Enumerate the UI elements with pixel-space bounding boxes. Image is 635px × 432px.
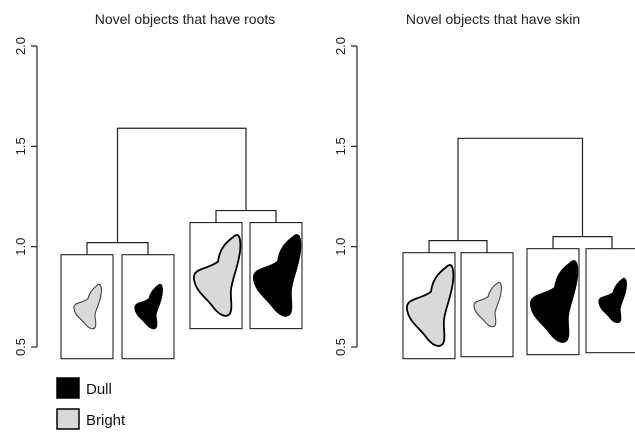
merge-link-0 — [86, 242, 149, 255]
y-axis-skin: 0.5 1.0 1.5 2.0 — [333, 37, 358, 356]
y-tick-label: 1.0 — [13, 238, 28, 256]
leaf-card-large-dull — [526, 248, 580, 356]
leaf-frame — [60, 254, 114, 360]
leaf-blob — [193, 234, 242, 317]
merge-link-2 — [116, 127, 247, 243]
y-tick-label: 1.5 — [13, 137, 28, 155]
leaf-cards-roots — [60, 222, 303, 360]
leaf-card-small-dull — [585, 248, 635, 354]
leaf-blob — [406, 264, 455, 347]
leaf-blob — [134, 283, 163, 330]
leaf-card-small-dull — [121, 254, 175, 360]
leaf-blob — [73, 283, 102, 330]
legend-swatch-bright — [56, 408, 80, 430]
leaf-blob — [530, 260, 579, 343]
legend-label-dull: Dull — [86, 381, 112, 398]
leaf-card-small-bright — [460, 252, 514, 358]
merge-link-0 — [428, 240, 488, 253]
legend-label-bright: Bright — [86, 412, 126, 429]
merge-link-2 — [457, 137, 584, 241]
leaf-card-large-bright — [402, 252, 456, 360]
leaf-blob — [473, 281, 502, 328]
dendrogram-tree-skin — [428, 137, 613, 253]
legend: Dull Bright — [56, 377, 126, 430]
panel-skin: Novel objects that have skin 0.5 1.0 1.5 2.… — [333, 11, 635, 360]
y-tick-label: 0.5 — [333, 338, 348, 356]
leaf-card-large-bright — [189, 222, 243, 330]
merge-link-1 — [215, 209, 277, 223]
merge-link-1 — [552, 236, 613, 249]
leaf-card-small-bright — [60, 254, 114, 360]
legend-swatch-dull — [56, 377, 80, 399]
leaf-cards-skin — [402, 248, 635, 360]
y-tick-label: 0.5 — [13, 338, 28, 356]
leaf-blob — [253, 234, 302, 317]
y-tick-label: 2.0 — [333, 37, 348, 55]
dendrogram-tree-roots — [86, 127, 277, 255]
panel-roots: Novel objects that have roots 0.5 1.0 1.5 2… — [13, 11, 303, 360]
leaf-blob — [598, 277, 627, 324]
y-tick-label: 1.5 — [333, 137, 348, 155]
leaf-card-large-dull — [249, 222, 303, 330]
y-tick-label: 2.0 — [13, 37, 28, 55]
y-tick-label: 1.0 — [333, 238, 348, 256]
y-axis-roots: 0.5 1.0 1.5 2.0 — [13, 37, 38, 356]
panel-title-roots: Novel objects that have roots — [95, 11, 276, 27]
panel-title-skin: Novel objects that have skin — [406, 11, 580, 27]
